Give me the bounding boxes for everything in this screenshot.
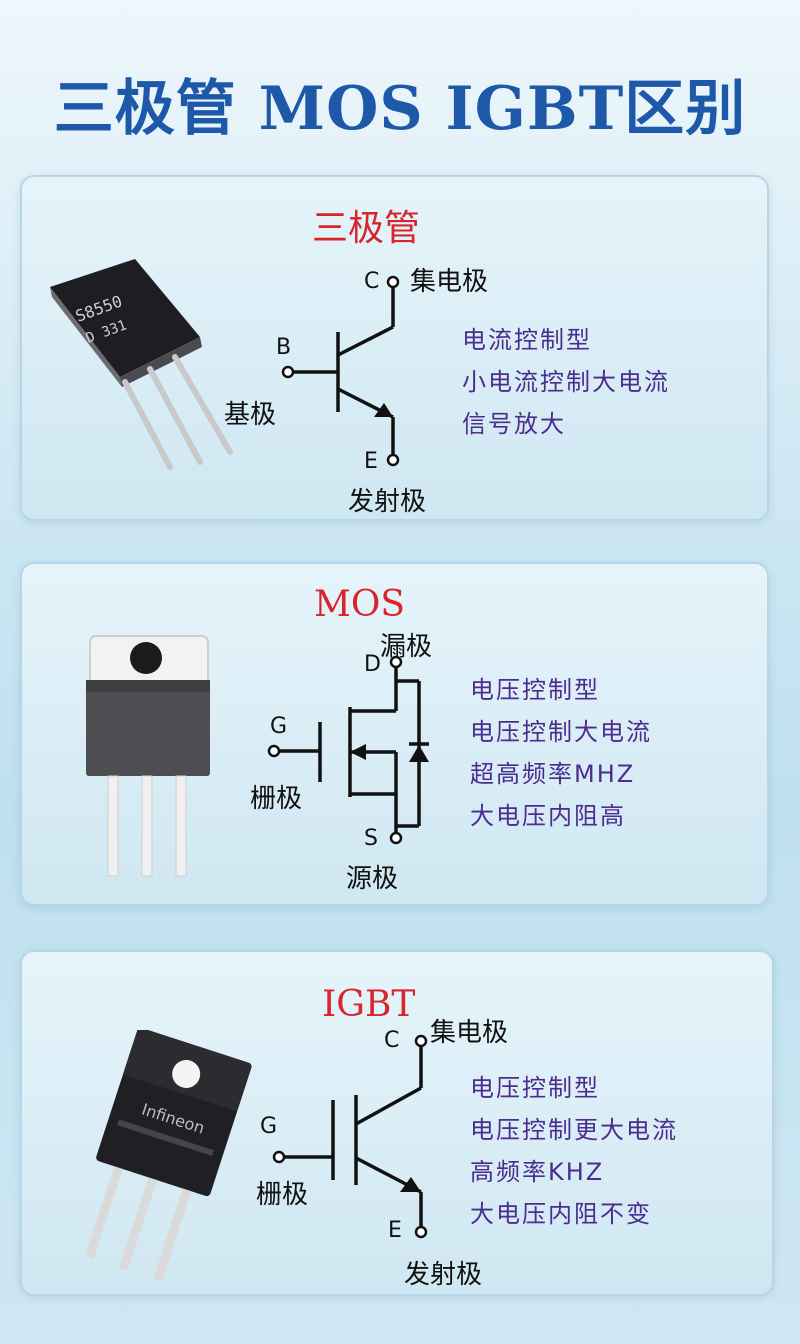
igbt-emitter-label: 发射极 bbox=[404, 1260, 483, 1290]
bjt-pin-e: E bbox=[364, 449, 378, 474]
igbt-emitter-terminal bbox=[414, 1225, 428, 1239]
igbt-feature-4: 大电压内阻不变 bbox=[470, 1200, 652, 1228]
mos-source-terminal bbox=[389, 831, 403, 845]
mos-pin-g: G bbox=[270, 714, 288, 739]
card-bjt: 三极管 S8550 D 331 C 集电极 B 基极 E 发射极 电流控制型 小… bbox=[20, 175, 769, 521]
igbt-lead-1 bbox=[84, 1166, 123, 1260]
bjt-collector-terminal bbox=[386, 275, 400, 289]
igbt-feature-3: 高频率KHZ bbox=[470, 1158, 605, 1186]
bjt-symbol bbox=[281, 275, 400, 467]
bjt-collector-line bbox=[337, 325, 394, 357]
igbt-package-image: Infineon bbox=[84, 1030, 252, 1282]
mos-diode-triangle bbox=[409, 745, 429, 762]
mos-package-image bbox=[86, 635, 210, 877]
card-mos: MOS D 漏极 G 栅极 S bbox=[20, 562, 769, 906]
bjt-emitter-terminal bbox=[386, 453, 400, 467]
bjt-pin-b: B bbox=[276, 335, 292, 360]
bjt-package-image: S8550 D 331 bbox=[50, 259, 233, 470]
mos-lead-3 bbox=[175, 775, 187, 877]
igbt-lead-3 bbox=[153, 1188, 192, 1282]
mos-feature-4: 大电压内阻高 bbox=[470, 802, 626, 830]
igbt-gate-terminal bbox=[272, 1150, 286, 1164]
igbt-emitter-arrow bbox=[400, 1177, 421, 1192]
card-title-mos: MOS bbox=[314, 584, 406, 625]
mos-symbol bbox=[267, 655, 429, 845]
bjt-feature-1: 电流控制型 bbox=[462, 326, 592, 354]
igbt-collector-line bbox=[355, 1086, 422, 1126]
card-title-bjt: 三极管 bbox=[312, 208, 421, 249]
card-igbt: IGBT Infineon C 集电极 G 栅极 bbox=[20, 950, 774, 1296]
bjt-collector-label: 集电极 bbox=[410, 267, 489, 297]
mos-tab-hole bbox=[130, 642, 162, 674]
igbt-tab-hole bbox=[172, 1059, 201, 1088]
mos-lead-1 bbox=[107, 775, 119, 877]
mos-drain-label: 漏极 bbox=[380, 632, 433, 662]
bjt-lead-2 bbox=[147, 366, 203, 465]
igbt-feature-1: 电压控制型 bbox=[470, 1074, 600, 1102]
bjt-pin-c: C bbox=[364, 269, 380, 294]
mos-feature-1: 电压控制型 bbox=[470, 676, 600, 704]
igbt-symbol bbox=[272, 1034, 428, 1239]
bjt-body-front bbox=[50, 259, 200, 377]
igbt-gate-label: 栅极 bbox=[256, 1180, 309, 1210]
mos-body-shade bbox=[86, 680, 210, 692]
bjt-body-side bbox=[50, 287, 122, 387]
mos-gate-label: 栅极 bbox=[250, 784, 303, 814]
mos-body bbox=[86, 680, 210, 776]
igbt-collector-terminal bbox=[414, 1034, 428, 1048]
mos-pin-d: D bbox=[364, 652, 381, 677]
bjt-base-label: 基极 bbox=[224, 400, 277, 430]
bjt-lead-3 bbox=[172, 354, 233, 455]
mos-body-arrow bbox=[350, 744, 366, 760]
igbt-lead-2 bbox=[119, 1177, 157, 1271]
mos-feature-2: 电压控制大电流 bbox=[470, 718, 652, 746]
bjt-body-bottom bbox=[120, 337, 202, 387]
igbt-collector-label: 集电极 bbox=[430, 1018, 509, 1048]
page-title: 三极管 MOS IGBT区别 bbox=[53, 74, 747, 144]
mos-lead-2 bbox=[141, 775, 153, 877]
mos-source-label: 源极 bbox=[346, 864, 399, 894]
mos-pin-s: S bbox=[364, 826, 378, 851]
igbt-pin-c: C bbox=[384, 1028, 400, 1053]
igbt-feature-2: 电压控制更大电流 bbox=[470, 1116, 678, 1144]
igbt-pin-e: E bbox=[388, 1218, 402, 1243]
bjt-feature-2: 小电流控制大电流 bbox=[462, 368, 670, 396]
mos-feature-3: 超高频率MHZ bbox=[470, 760, 636, 788]
mos-gate-terminal bbox=[267, 744, 281, 758]
bjt-lead-1 bbox=[122, 379, 173, 470]
card-title-igbt: IGBT bbox=[322, 984, 416, 1025]
bjt-feature-3: 信号放大 bbox=[462, 410, 566, 438]
bjt-emitter-arrow bbox=[374, 403, 393, 417]
bjt-emitter-label: 发射极 bbox=[348, 487, 427, 517]
bjt-base-terminal bbox=[281, 365, 295, 379]
mos-drain-terminal bbox=[389, 655, 403, 669]
igbt-pin-g: G bbox=[260, 1114, 278, 1139]
